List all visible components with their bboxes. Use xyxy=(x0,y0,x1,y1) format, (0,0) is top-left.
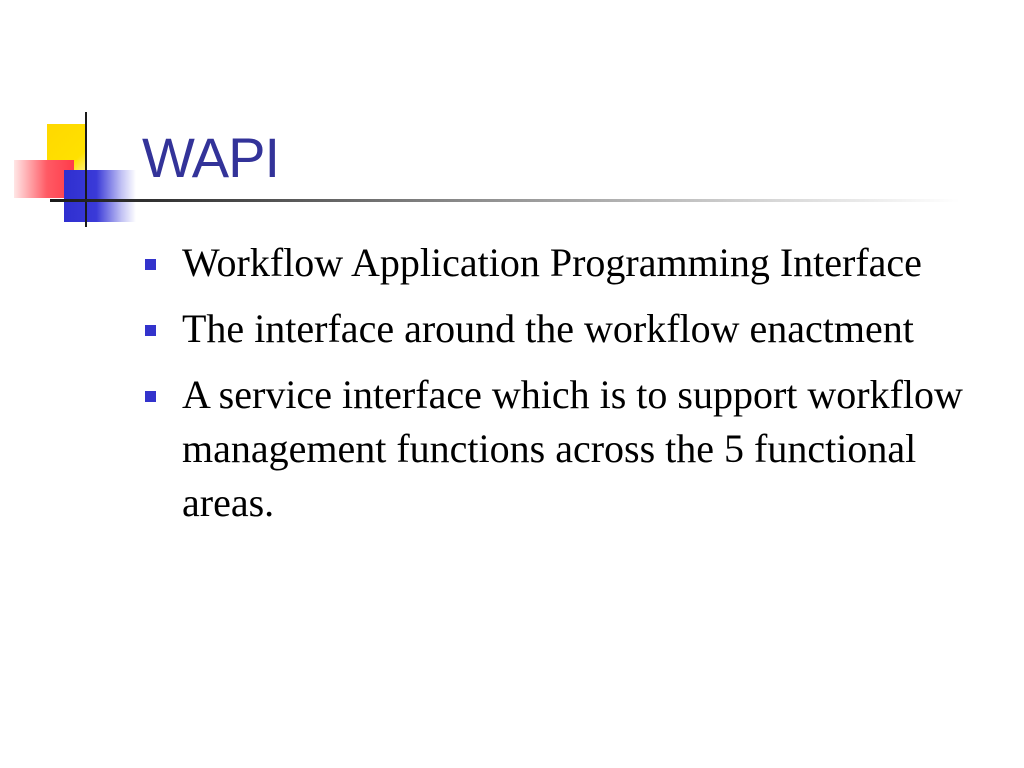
bullet-item: Workflow Application Programming Interfa… xyxy=(145,236,995,290)
bullet-text: Workflow Application Programming Interfa… xyxy=(182,240,922,285)
logo-blue-square xyxy=(64,170,136,222)
bullet-item: The interface around the workflow enactm… xyxy=(145,302,995,356)
bullet-list: Workflow Application Programming Interfa… xyxy=(145,236,995,542)
slide-title: WAPI xyxy=(142,126,280,189)
logo-vertical-line xyxy=(85,112,87,227)
bullet-text: The interface around the workflow enactm… xyxy=(182,306,914,351)
bullet-item: A service interface which is to support … xyxy=(145,368,995,530)
bullet-text: A service interface which is to support … xyxy=(182,372,963,525)
square-bullet-icon xyxy=(145,325,156,336)
square-bullet-icon xyxy=(145,391,156,402)
square-bullet-icon xyxy=(145,259,156,270)
title-underline xyxy=(50,199,960,202)
